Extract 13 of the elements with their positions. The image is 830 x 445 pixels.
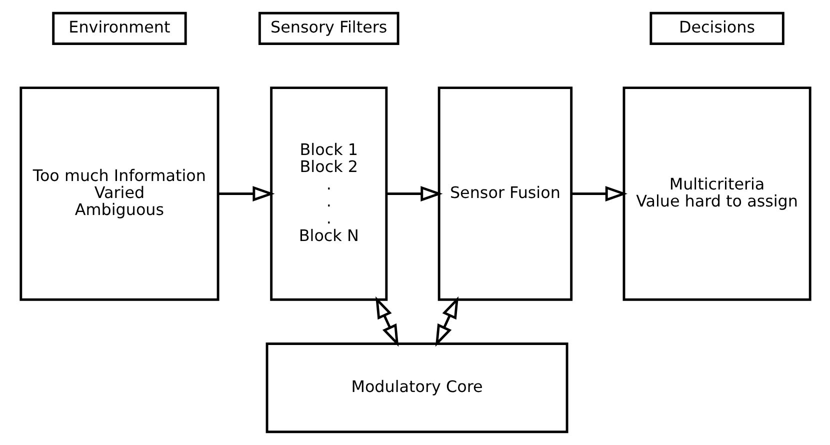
node-box: Decisions [649, 12, 784, 45]
arrow [218, 186, 274, 202]
node-box: Block 1 Block 2 . . . Block N [270, 86, 388, 301]
node-box: Sensory Filters [258, 12, 399, 45]
node-box: Too much Information Varied Ambiguous [19, 86, 219, 301]
node-box: Modulatory Core [265, 342, 568, 434]
arrow [386, 186, 442, 202]
arrow [434, 296, 458, 347]
arrow [570, 186, 627, 202]
arrow [375, 296, 398, 347]
node-box: Multicriteria Value hard to assign [622, 86, 811, 301]
node-box: Environment [52, 12, 186, 45]
node-box: Sensor Fusion [437, 86, 572, 301]
